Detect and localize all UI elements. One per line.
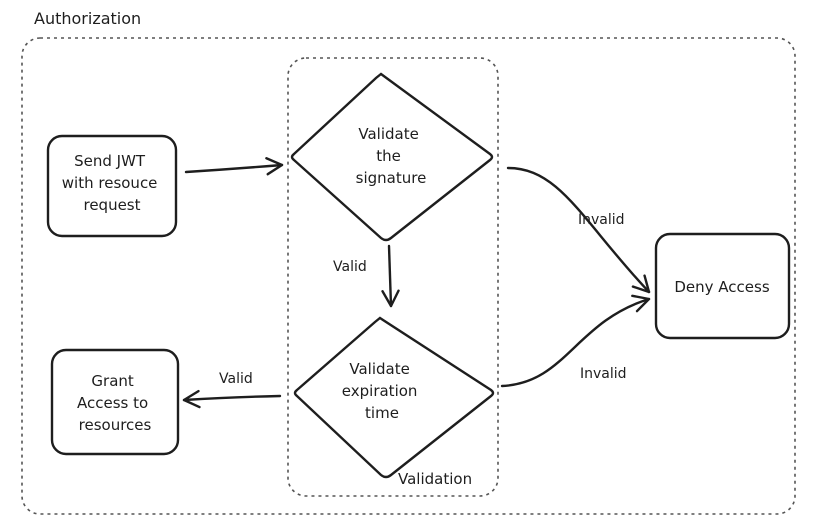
edge-label-signature-valid: Valid (333, 259, 367, 275)
deny-access-label: Deny Access (674, 278, 769, 296)
edge-label-expiration-invalid: Invalid (580, 366, 627, 382)
svg-text:Validate the signa: Validate the signature (356, 125, 427, 187)
authorization-group-label: Authorization (34, 9, 141, 28)
edge-signature-to-expiration[interactable]: Valid (333, 244, 400, 308)
send-jwt-label-line-3: request (83, 196, 140, 214)
validate-expiration-node[interactable]: Validate expiration time (293, 316, 495, 479)
validate-signature-node[interactable]: Validate the signature (290, 72, 494, 242)
send-jwt-label-line-1: Send JWT (74, 152, 146, 170)
arrow-expiration-to-deny (500, 294, 651, 388)
validate-signature-label-line-3: signature (356, 169, 427, 187)
validation-group: Validation (287, 57, 499, 497)
validate-signature-diamond (290, 72, 494, 242)
edge-expiration-to-grant[interactable]: Valid (182, 371, 282, 409)
arrow-signature-to-deny (506, 166, 651, 294)
arrow-send-to-signature (184, 157, 284, 176)
send-jwt-box (46, 134, 178, 238)
validate-expiration-label-line-2: expiration (342, 382, 418, 400)
validate-expiration-diamond (293, 316, 495, 479)
svg-text:Send JWT with resouce: Send JWT with resouce request (62, 152, 162, 214)
send-jwt-label-line-2: with resouce (62, 174, 158, 192)
edge-label-signature-invalid: Invalid (578, 212, 625, 228)
edge-signature-to-deny[interactable]: Invalid (506, 166, 651, 294)
grant-access-label-line-2: Access to (77, 394, 148, 412)
deny-access-node[interactable]: Deny Access (654, 232, 791, 340)
send-jwt-node[interactable]: Send JWT with resouce request (46, 134, 178, 238)
edge-label-expiration-valid: Valid (219, 371, 253, 387)
validate-signature-label-line-1: Validate (358, 125, 418, 143)
grant-access-label-line-1: Grant (91, 372, 133, 390)
edge-send-to-signature[interactable] (184, 157, 284, 176)
validate-signature-label-line-2: the (376, 147, 401, 165)
deny-access-box (654, 232, 791, 340)
validate-expiration-label-line-3: time (365, 404, 399, 422)
svg-text:Validate expiration: Validate expiration time (342, 360, 422, 422)
grant-access-label-line-3: resources (79, 416, 152, 434)
grant-access-node[interactable]: Grant Access to resources (50, 348, 180, 456)
validate-expiration-label-line-1: Validate (349, 360, 409, 378)
validation-group-label: Validation (398, 470, 472, 488)
edge-expiration-to-deny[interactable]: Invalid (500, 294, 651, 388)
svg-text:Grant Access to re: Grant Access to resources (77, 372, 153, 434)
arrow-signature-to-expiration (381, 244, 400, 308)
validation-group-border (287, 57, 499, 497)
arrow-expiration-to-grant (182, 389, 282, 409)
grant-access-box (50, 348, 180, 456)
authorization-group: Authorization (21, 9, 796, 515)
